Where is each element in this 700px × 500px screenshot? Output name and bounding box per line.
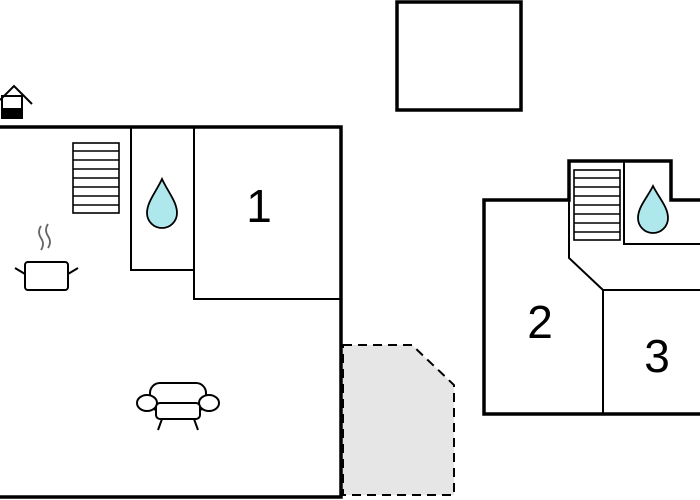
room-number-3: 3: [644, 330, 670, 382]
stairs-icon: [573, 169, 621, 241]
room-number-2: 2: [527, 296, 553, 348]
stairs-icon: [72, 142, 120, 214]
outbuilding: [395, 0, 523, 112]
cooking-pot-icon: [14, 223, 79, 291]
room-number-1: 1: [246, 180, 272, 232]
terrace: [342, 344, 455, 496]
house-icon: [0, 84, 33, 119]
left-building: [0, 125, 343, 499]
sofa-icon: [136, 382, 220, 431]
water-drop-icon: [146, 176, 178, 229]
water-drop-icon: [637, 183, 669, 234]
right-building: [482, 159, 700, 416]
